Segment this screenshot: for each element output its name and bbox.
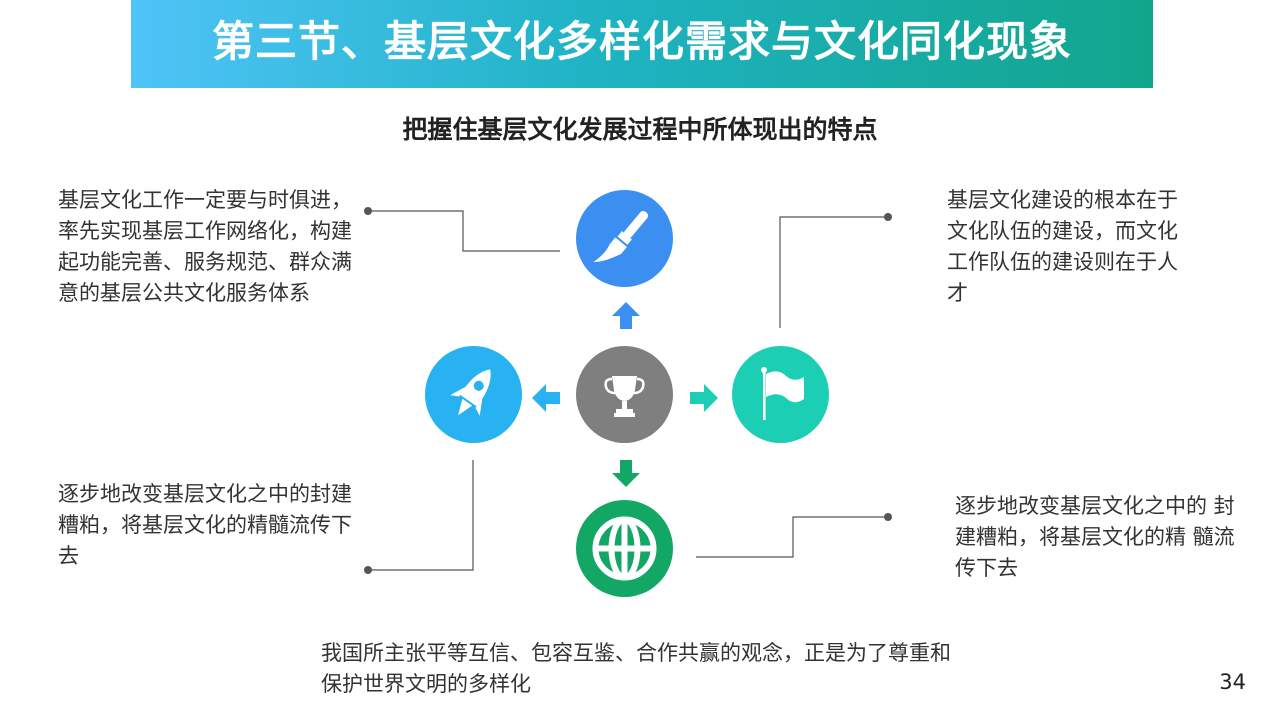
arrow-up-icon <box>612 302 640 329</box>
circle-bottom <box>576 500 673 597</box>
slide-title: 第三节、基层文化多样化需求与文化同化现象 <box>211 17 1072 66</box>
arrow-down-icon <box>612 460 640 487</box>
page-number: 34 <box>1219 670 1246 694</box>
rocket-icon <box>450 369 491 416</box>
trophy-icon <box>604 376 645 417</box>
connector-bottom-left <box>368 460 474 571</box>
connector-dot-bottom-right <box>884 513 892 521</box>
text-top-right: 基层文化建设的根本在于文化队伍的建设，而文化工作队伍的建设则在于人才 <box>947 188 1178 305</box>
flag-icon <box>761 367 804 420</box>
connector-top-left <box>368 210 560 252</box>
connector-bottom-right <box>696 516 888 558</box>
connector-dot-top-left <box>364 207 372 215</box>
slide-subtitle: 把握住基层文化发展过程中所体现出的特点 <box>402 115 878 144</box>
circle-right <box>732 346 829 443</box>
globe-icon <box>592 516 657 581</box>
arrow-right-icon <box>690 384 718 412</box>
text-bottom-center: 我国所主张平等互信、包容互鉴、合作共赢的观念，正是为了尊重和 保护世界文明的多样… <box>321 641 951 696</box>
connector-top-right <box>779 216 888 328</box>
circle-left <box>425 346 522 443</box>
arrow-left-icon <box>532 384 560 412</box>
circle-top <box>576 190 673 287</box>
circle-center <box>576 346 673 443</box>
connector-dot-top-right <box>884 213 892 221</box>
text-bottom-left: 逐步地改变基层文化之中的封建糟粕，将基层文化的精髓流传下去 <box>58 482 352 568</box>
title-banner: 第三节、基层文化多样化需求与文化同化现象 <box>131 0 1153 88</box>
text-top-left: 基层文化工作一定要与时俱进，率先实现基层工作网络化，构建起功能完善、服务规范、群… <box>58 188 352 305</box>
connector-dot-bottom-left <box>364 566 372 574</box>
text-bottom-right: 逐步地改变基层文化之中的 封建糟粕，将基层文化的精 髓流传下去 <box>955 494 1235 580</box>
paintbrush-icon <box>593 211 649 262</box>
